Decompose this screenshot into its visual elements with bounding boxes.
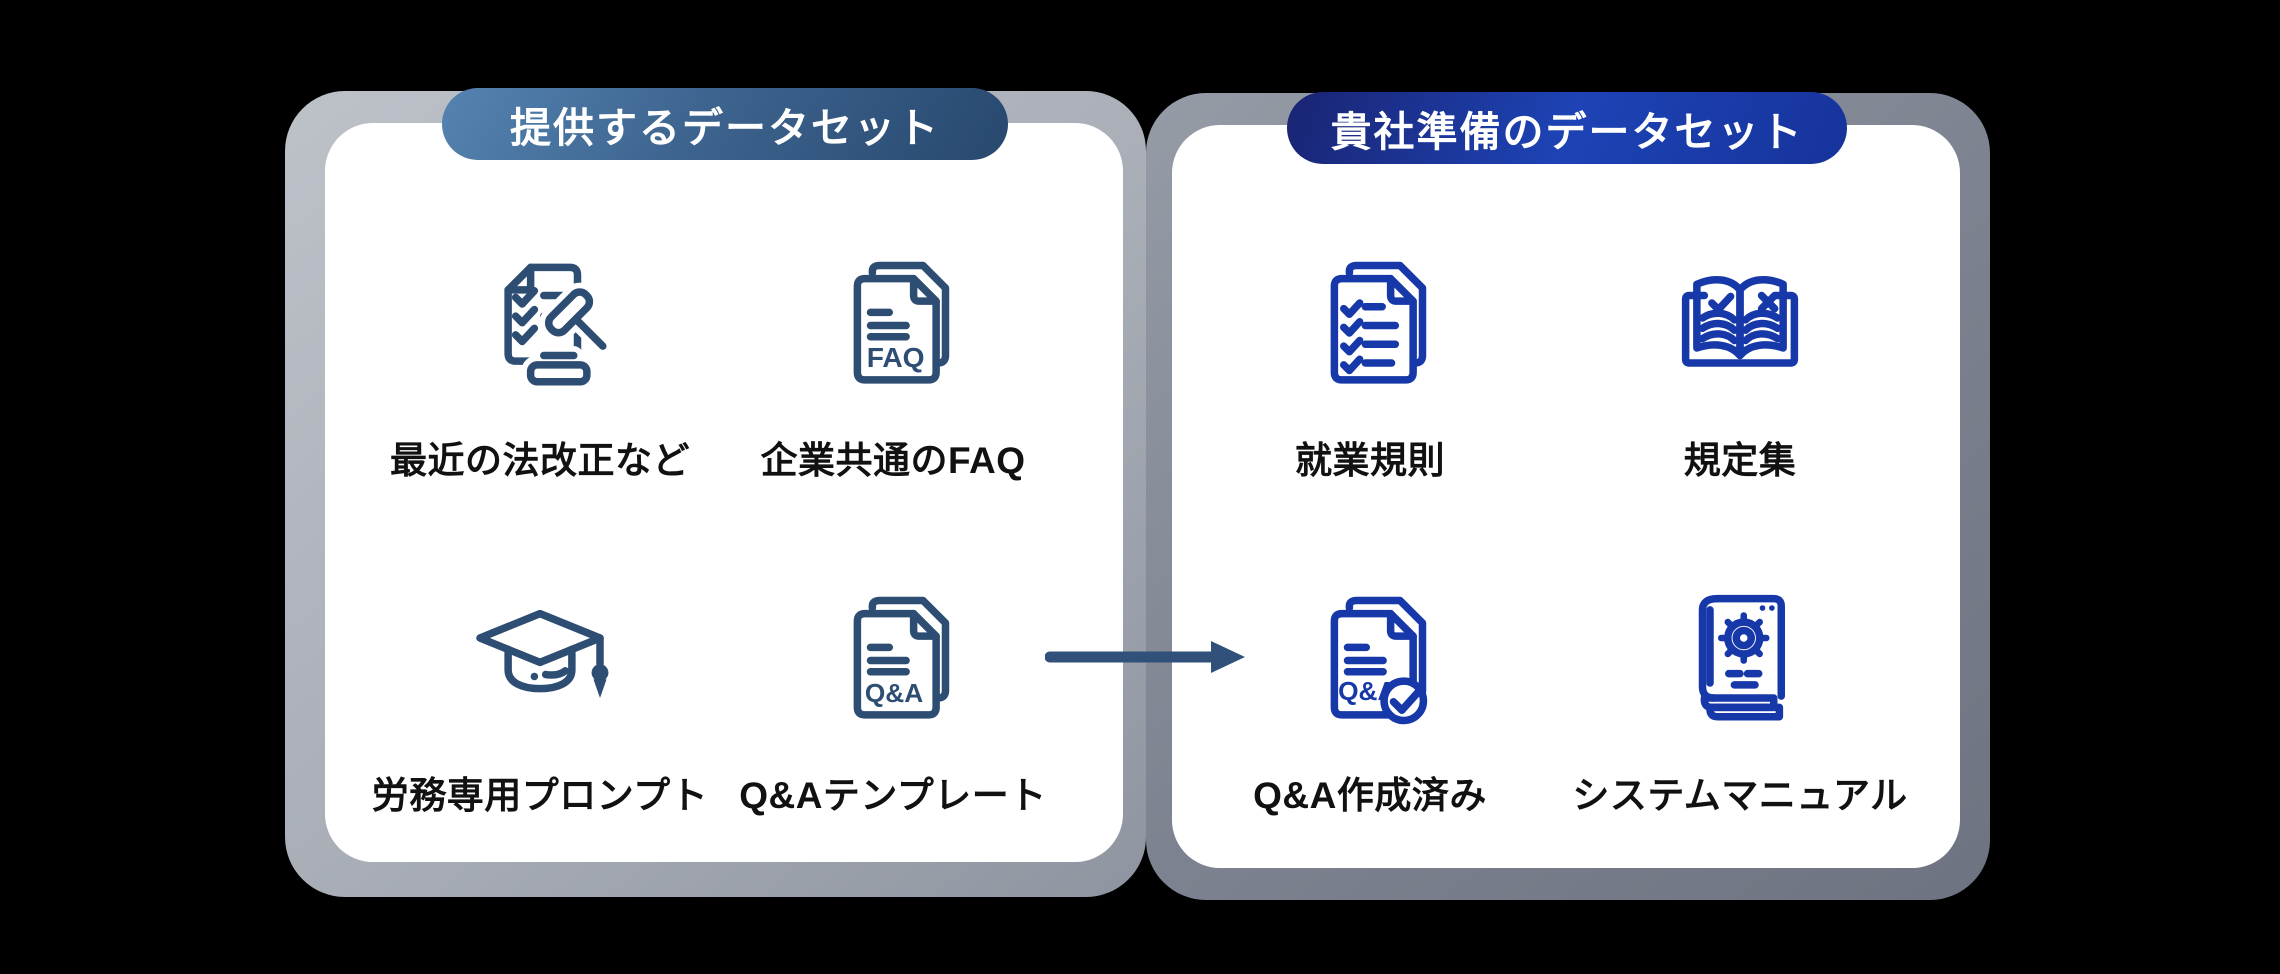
right-panel-badge: 貴社準備のデータセット: [1287, 92, 1847, 164]
flow-arrow-icon: [1045, 639, 1245, 675]
dataset-item: システムマニュアル: [1570, 577, 1910, 819]
dataset-item: Q&A Q&A作成済み: [1200, 577, 1540, 819]
dataset-item: 最近の法改正など: [370, 242, 710, 484]
dataset-item: 労務専用プロンプト: [370, 577, 710, 819]
left-panel-card: [325, 123, 1123, 862]
checklist-gavel-icon: [464, 242, 616, 394]
open-book-icon: [1664, 242, 1816, 394]
graduation-cap-icon: [464, 577, 616, 729]
item-label: Q&Aテンプレート: [739, 775, 1047, 816]
item-label: システムマニュアル: [1572, 775, 1908, 816]
checklist-documents-icon: [1294, 242, 1446, 394]
svg-text:Q&A: Q&A: [865, 678, 923, 708]
qa-template-documents-icon: Q&A: [817, 577, 969, 729]
qa-approved-document-icon: Q&A: [1294, 577, 1446, 729]
item-label: 規定集: [1683, 440, 1797, 481]
item-label: 就業規則: [1295, 440, 1445, 481]
svg-text:FAQ: FAQ: [867, 342, 925, 373]
dataset-item: 就業規則: [1200, 242, 1540, 484]
left-panel-badge-label: 提供するデータセット: [510, 105, 940, 151]
right-panel-badge-label: 貴社準備のデータセット: [1330, 109, 1804, 155]
left-panel-badge: 提供するデータセット: [442, 88, 1008, 160]
item-label: 最近の法改正など: [390, 440, 690, 481]
system-manual-book-icon: [1664, 577, 1816, 729]
faq-documents-icon: FAQ: [817, 242, 969, 394]
dataset-item: Q&A Q&Aテンプレート: [723, 577, 1063, 819]
item-label: 企業共通のFAQ: [760, 440, 1026, 481]
dataset-item: FAQ 企業共通のFAQ: [723, 242, 1063, 484]
item-label: Q&A作成済み: [1253, 775, 1487, 816]
dataset-item: 規定集: [1570, 242, 1910, 484]
right-panel-card: [1172, 125, 1960, 868]
item-label: 労務専用プロンプト: [371, 775, 709, 816]
